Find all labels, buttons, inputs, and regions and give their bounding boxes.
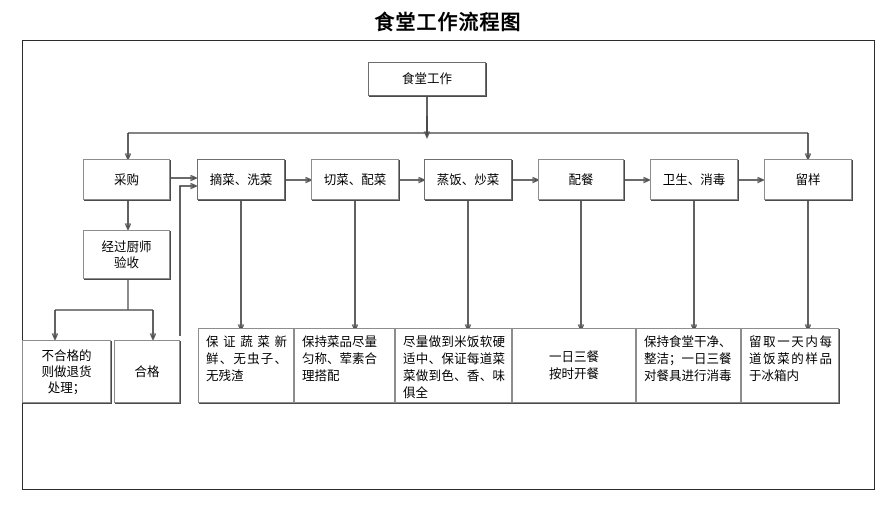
- node-zhaicai-label: 摘菜、洗菜: [209, 172, 273, 187]
- requirement-peican-line2: 按时开餐: [548, 366, 599, 381]
- node-rejected-line2: 则做退货: [41, 364, 92, 379]
- requirement-liuyang[interactable]: 留取一天内每道饭菜的样品于冰箱内: [741, 328, 839, 403]
- node-caigou[interactable]: 采购: [83, 159, 170, 200]
- node-rejected-label: 不合格的 则做退货 处理；: [25, 348, 108, 396]
- node-rejected[interactable]: 不合格的 则做退货 处理；: [22, 340, 111, 403]
- node-qiecai-label: 切菜、配菜: [323, 172, 387, 187]
- node-peican[interactable]: 配餐: [538, 159, 624, 200]
- node-liuyang[interactable]: 留样: [764, 159, 852, 200]
- node-weisheng[interactable]: 卫生、消毒: [650, 159, 738, 200]
- requirement-qiecai[interactable]: 保持菜品尽量匀称、荤素合理搭配: [294, 328, 395, 403]
- node-root[interactable]: 食堂工作: [368, 62, 486, 96]
- requirement-zhengfan-text: 尽量做到米饭软硬适中、保证每道菜菜做到色、香、味俱全: [403, 335, 505, 400]
- requirement-weisheng[interactable]: 保持食堂干净、整洁；一日三餐对餐具进行消毒: [636, 328, 741, 403]
- node-inspection[interactable]: 经过厨师 验收: [83, 230, 170, 279]
- node-caigou-label: 采购: [113, 172, 139, 187]
- node-weisheng-label: 卫生、消毒: [662, 172, 726, 187]
- requirement-zhengfan[interactable]: 尽量做到米饭软硬适中、保证每道菜菜做到色、香、味俱全: [395, 328, 512, 403]
- node-zhaicai[interactable]: 摘菜、洗菜: [197, 159, 285, 200]
- page-title: 食堂工作流程图: [374, 12, 522, 34]
- diagram-frame: [22, 40, 875, 490]
- node-rejected-line3: 处理；: [47, 380, 86, 395]
- requirement-peican[interactable]: 一日三餐 按时开餐: [512, 328, 636, 403]
- node-accepted-label: 合格: [134, 364, 160, 379]
- node-liuyang-label: 留样: [795, 172, 821, 187]
- node-qiecai[interactable]: 切菜、配菜: [311, 159, 399, 200]
- requirement-qiecai-text: 保持菜品尽量匀称、荤素合理搭配: [302, 335, 378, 383]
- node-zhengfan-label: 蒸饭、炒菜: [436, 172, 500, 187]
- node-inspection-line1: 经过厨师: [101, 239, 152, 254]
- requirement-peican-text: 一日三餐 按时开餐: [518, 349, 630, 383]
- node-rejected-line1: 不合格的: [41, 348, 92, 363]
- node-inspection-label: 经过厨师 验收: [86, 239, 167, 271]
- node-inspection-line2: 验收: [113, 255, 139, 270]
- requirement-peican-line1: 一日三餐: [548, 349, 599, 364]
- node-accepted[interactable]: 合格: [114, 340, 180, 403]
- requirement-liuyang-text: 留取一天内每道饭菜的样品于冰箱内: [749, 335, 832, 383]
- node-root-label: 食堂工作: [401, 72, 452, 86]
- requirement-zhaicai-text: 保证蔬菜新鲜、无虫子、无残渣: [206, 335, 287, 383]
- node-peican-label: 配餐: [568, 172, 594, 187]
- requirement-zhaicai[interactable]: 保证蔬菜新鲜、无虫子、无残渣: [198, 328, 294, 403]
- node-zhengfan[interactable]: 蒸饭、炒菜: [424, 159, 512, 200]
- requirement-weisheng-text: 保持食堂干净、整洁；一日三餐对餐具进行消毒: [644, 335, 732, 383]
